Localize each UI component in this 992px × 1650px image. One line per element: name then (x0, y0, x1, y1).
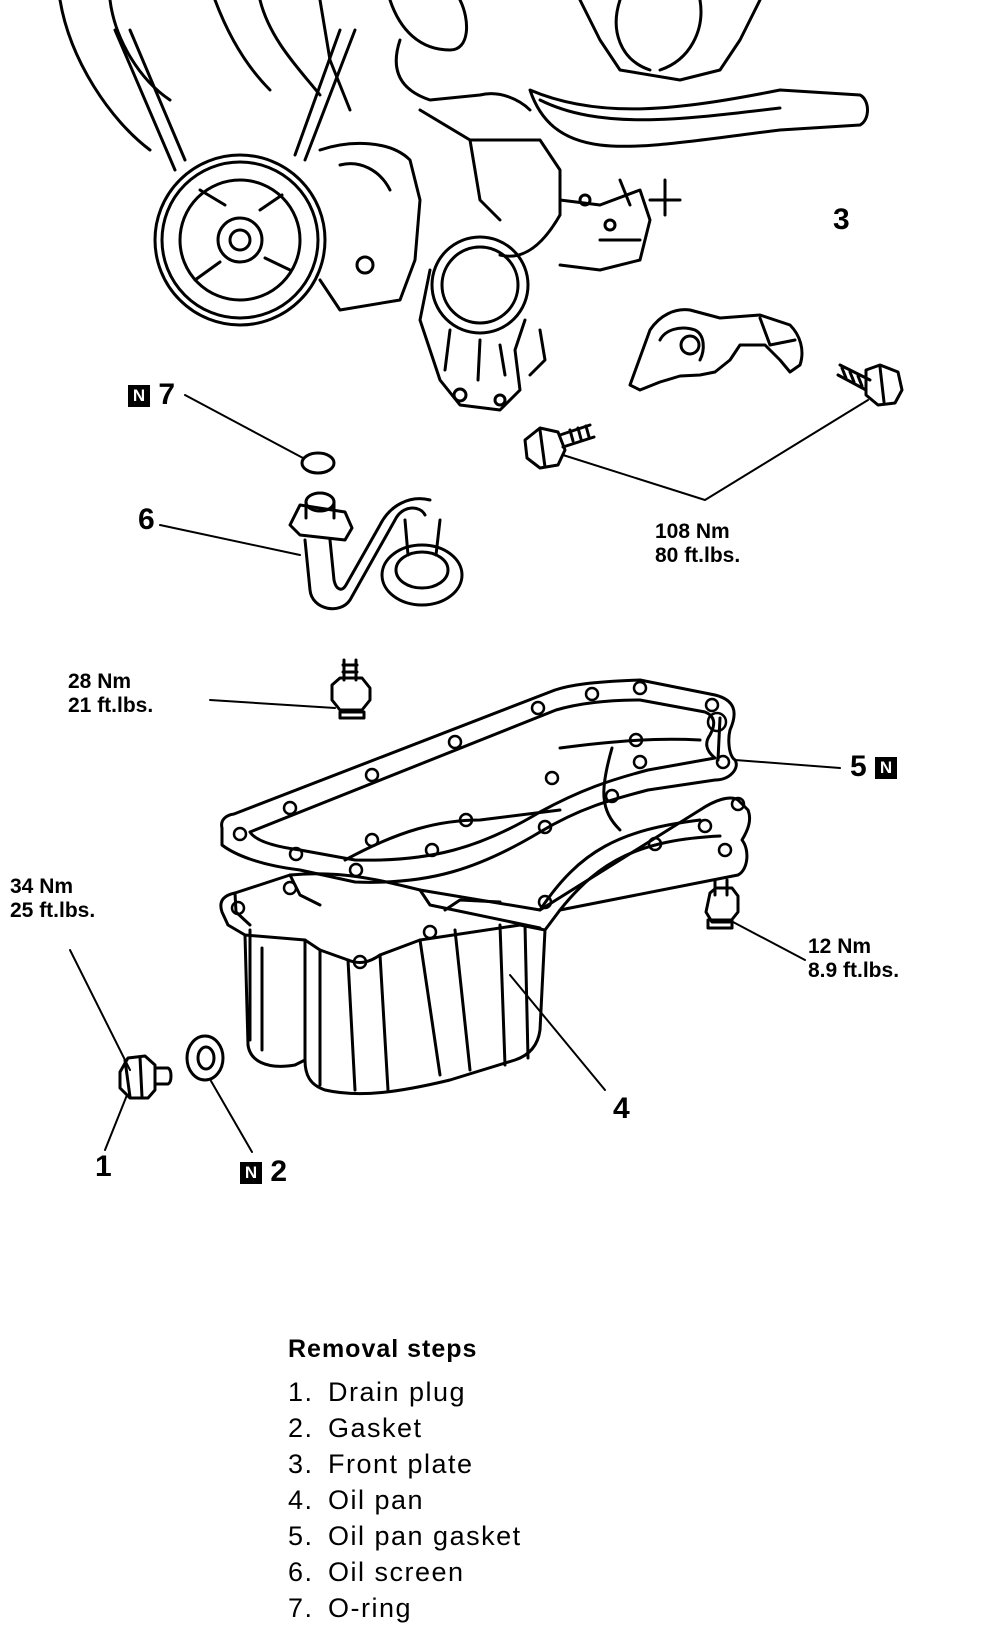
callout-5-num: 5 (850, 750, 867, 783)
callout-2: N 2 (240, 1155, 287, 1189)
new-part-badge: N (240, 1162, 262, 1184)
callout-3: 3 (833, 203, 850, 236)
front-plate (628, 308, 804, 392)
step-number: 6. (288, 1557, 314, 1587)
step-text: Oil screen (328, 1557, 465, 1587)
removal-steps-list: 1. Drain plug 2. Gasket 3. Front plate 4. Oi… (288, 1374, 522, 1626)
torque-108nm-imperial: 80 ft.lbs. (655, 543, 741, 567)
callout-6: 6 (138, 503, 155, 536)
gasket-part (185, 1034, 225, 1082)
step-text: Oil pan (328, 1485, 425, 1515)
torque-12nm-metric: 12 Nm (808, 935, 872, 958)
leader-34nm (69, 949, 131, 1071)
oil-pan-part (219, 796, 752, 1096)
callout-4: 4 (613, 1092, 630, 1125)
torque-34nm-metric: 34 Nm (10, 875, 74, 898)
list-item: 2. Gasket (288, 1410, 522, 1446)
leader-2 (210, 1080, 253, 1153)
callout-5: 5 N (850, 750, 898, 784)
torque-28nm-imperial: 21 ft.lbs. (68, 693, 154, 717)
step-text: Drain plug (328, 1377, 467, 1407)
leader-1 (104, 1094, 128, 1151)
leader-4 (509, 974, 606, 1091)
front-plate-bolt-left (523, 423, 596, 470)
callout-7-num: 7 (158, 378, 176, 411)
leader-6 (159, 524, 301, 556)
list-item: 1. Drain plug (288, 1374, 522, 1410)
engine-block (58, 0, 869, 412)
torque-12nm: 12 Nm 8.9 ft.lbs. (808, 935, 899, 982)
bolt-12nm (704, 878, 740, 930)
list-item: 5. Oil pan gasket (288, 1518, 522, 1554)
callout-7: N 7 (128, 378, 175, 412)
step-text: O-ring (328, 1593, 413, 1623)
leader-108nm (562, 399, 869, 501)
step-text: Oil pan gasket (328, 1521, 522, 1551)
list-item: 4. Oil pan (288, 1482, 522, 1518)
callout-2-num: 2 (270, 1155, 288, 1188)
new-part-badge: N (875, 757, 898, 779)
step-number: 3. (288, 1449, 314, 1479)
removal-steps: Removal steps 1. Drain plug 2. Gasket 3. Fr… (288, 1335, 522, 1626)
step-text: Front plate (328, 1449, 474, 1479)
torque-108nm: 108 Nm 80 ft.lbs. (655, 520, 740, 567)
new-part-badge: N (128, 385, 150, 407)
step-number: 2. (288, 1413, 314, 1443)
stud-bolt-28nm (330, 658, 372, 720)
list-item: 3. Front plate (288, 1446, 522, 1482)
torque-12nm-imperial: 8.9 ft.lbs. (808, 958, 900, 982)
leader-7 (184, 394, 304, 459)
oil-screen-part (288, 491, 464, 611)
step-number: 7. (288, 1593, 314, 1623)
front-plate-bolt-right (836, 363, 904, 407)
leader-28nm (209, 699, 336, 709)
step-number: 5. (288, 1521, 314, 1551)
leader-12nm (732, 921, 806, 961)
torque-28nm: 28 Nm 21 ft.lbs. (68, 670, 153, 717)
callout-1: 1 (95, 1150, 112, 1183)
o-ring-part (300, 451, 336, 475)
list-item: 6. Oil screen (288, 1554, 522, 1590)
step-text: Gasket (328, 1413, 423, 1443)
step-number: 1. (288, 1377, 314, 1407)
list-item: 7. O-ring (288, 1590, 522, 1626)
drain-plug-part (118, 1054, 173, 1100)
torque-28nm-metric: 28 Nm (68, 670, 132, 693)
torque-34nm-imperial: 25 ft.lbs. (10, 898, 96, 922)
oil-pan-gasket-part (220, 678, 738, 884)
removal-steps-title: Removal steps (288, 1335, 478, 1363)
step-number: 4. (288, 1485, 314, 1515)
torque-108nm-metric: 108 Nm (655, 520, 730, 543)
leader-5 (734, 759, 841, 769)
torque-34nm: 34 Nm 25 ft.lbs. (10, 875, 95, 922)
